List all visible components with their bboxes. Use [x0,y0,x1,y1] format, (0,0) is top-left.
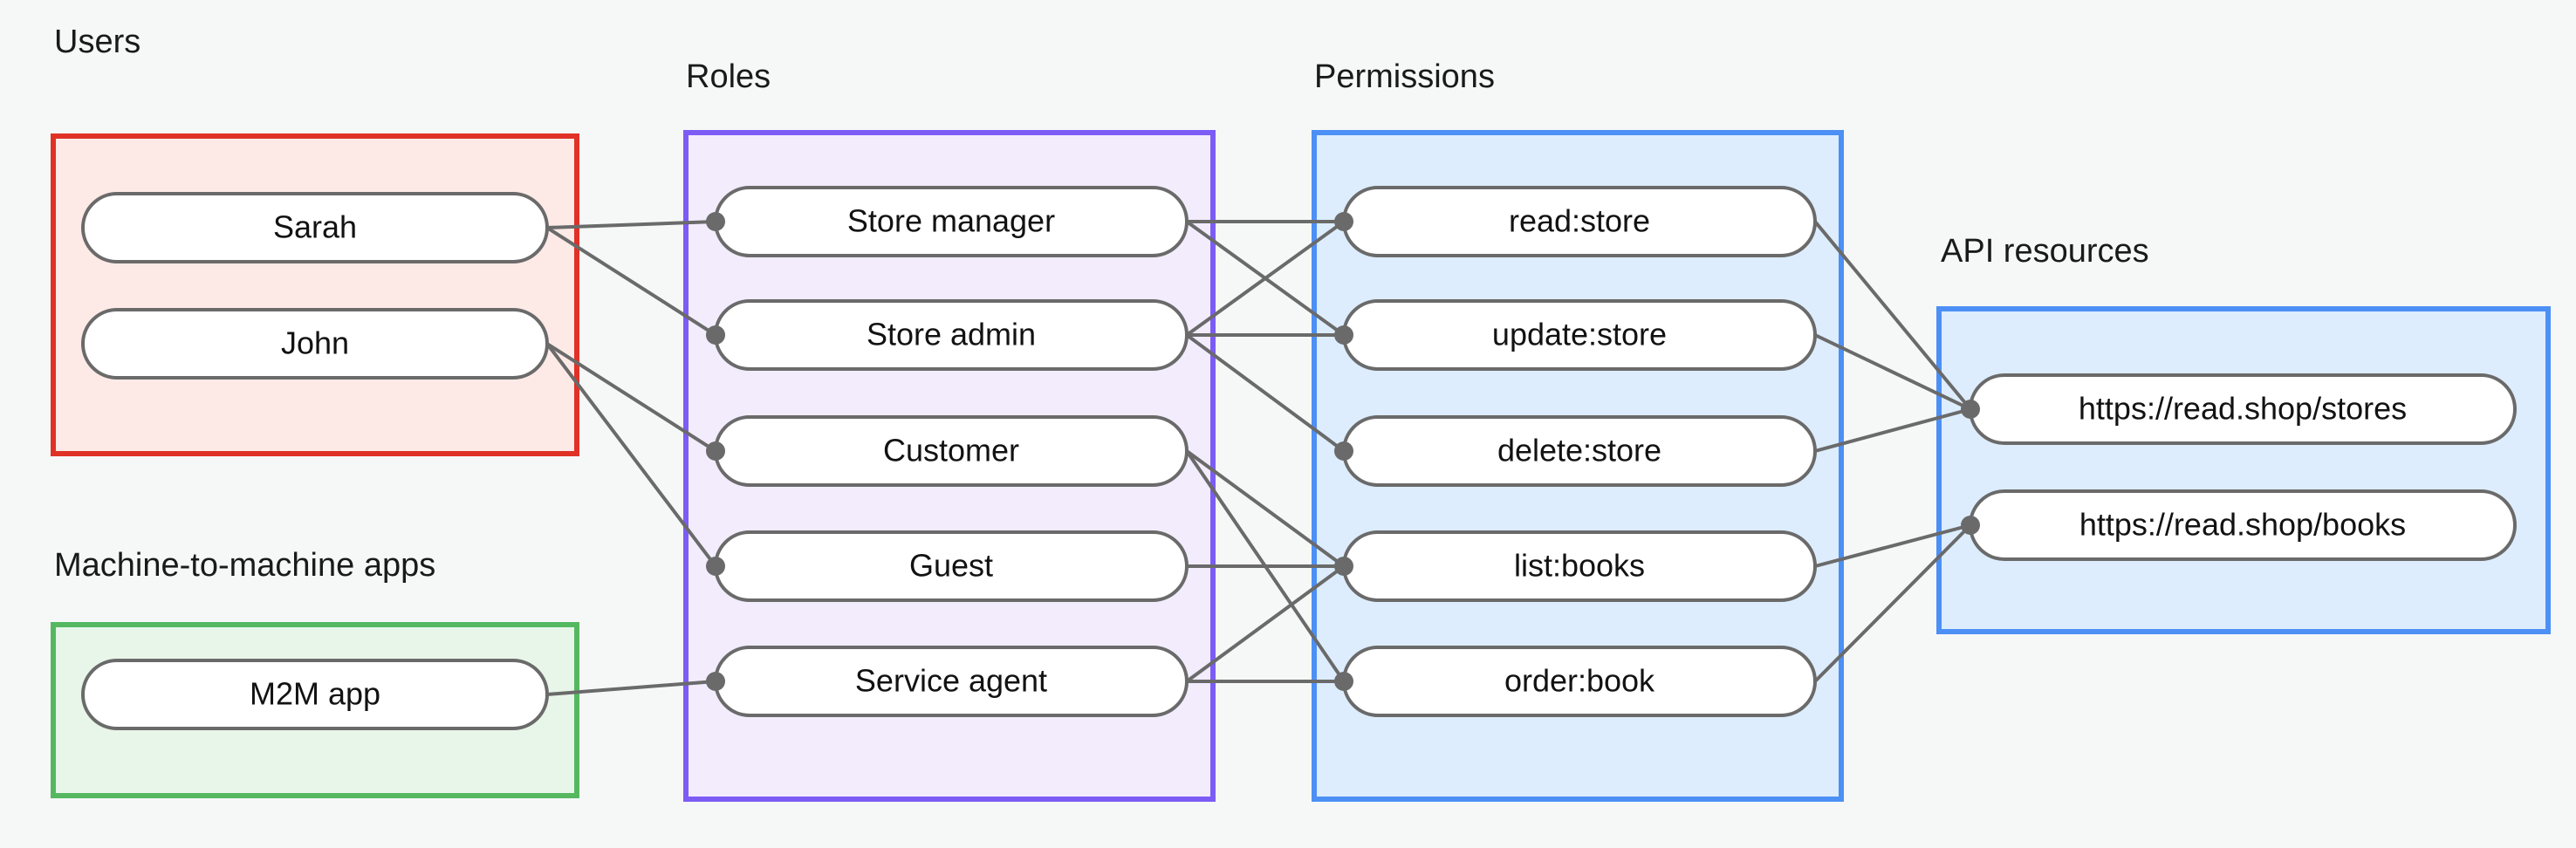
node-label-service-agent: Service agent [855,663,1047,699]
group-container-api [1936,306,2551,634]
group-label-permissions: Permissions [1314,58,1495,95]
edge-read-store-to-res-stores [1813,220,1972,411]
edge-delete-store-to-res-stores [1814,407,1971,453]
edge-endpoint-dot-res-books [1961,516,1980,535]
group-label-roles: Roles [686,58,771,95]
node-label-customer: Customer [883,433,1019,468]
edge-john-to-customer [545,342,717,453]
edge-endpoint-dot-order-book [1334,672,1353,691]
edge-endpoint-dot-delete-store [1334,441,1353,461]
edge-endpoint-dot-service-agent [706,672,725,691]
edge-update-store-to-res-stores [1814,333,1971,411]
edge-endpoint-dot-res-stores [1961,400,1980,419]
edge-m2mapp-to-service-agent [546,680,716,696]
group-label-users: Users [54,24,140,60]
edge-sarah-to-store-admin [545,226,717,337]
edge-endpoint-dot-store-manager [706,212,725,231]
edge-endpoint-dot-store-admin [706,325,725,345]
node-john[interactable] [81,308,549,380]
edge-store-admin-to-delete-store [1185,333,1346,453]
edge-john-to-guest [545,342,717,568]
edge-endpoint-dot-customer [706,441,725,461]
node-label-delete-store: delete:store [1497,433,1661,468]
node-label-guest: Guest [909,548,993,584]
edge-endpoint-dots-layer [706,212,1980,691]
node-label-store-admin: Store admin [867,317,1036,352]
edge-endpoint-dot-update-store [1334,325,1353,345]
node-label-order-book: order:book [1504,663,1655,699]
group-container-users [51,133,579,456]
node-label-m2mapp: M2M app [250,676,380,712]
edge-customer-to-list-books [1185,449,1346,568]
group-label-api: API resources [1941,233,2149,270]
node-label-store-manager: Store manager [847,203,1055,239]
edge-endpoint-dot-guest [706,557,725,576]
edge-list-books-to-res-books [1814,523,1971,568]
edge-sarah-to-store-manager [546,220,716,229]
node-label-john: John [281,325,349,361]
edges-layer [545,220,1972,696]
edge-service-agent-to-list-books [1185,564,1346,683]
node-m2mapp[interactable] [81,659,549,730]
node-label-list-books: list:books [1514,548,1645,584]
node-label-sarah: Sarah [273,209,357,245]
node-sarah[interactable] [81,192,549,263]
node-label-res-books: https://read.shop/books [2079,507,2406,543]
edge-store-admin-to-read-store [1185,220,1346,337]
edge-endpoint-dot-list-books [1334,557,1353,576]
group-label-m2m: Machine-to-machine apps [54,547,435,584]
edge-endpoint-dot-read-store [1334,212,1353,231]
node-label-read-store: read:store [1509,203,1650,239]
node-label-res-stores: https://read.shop/stores [2079,391,2407,427]
edge-order-book-to-res-books [1813,523,1972,683]
node-label-update-store: update:store [1492,317,1667,352]
